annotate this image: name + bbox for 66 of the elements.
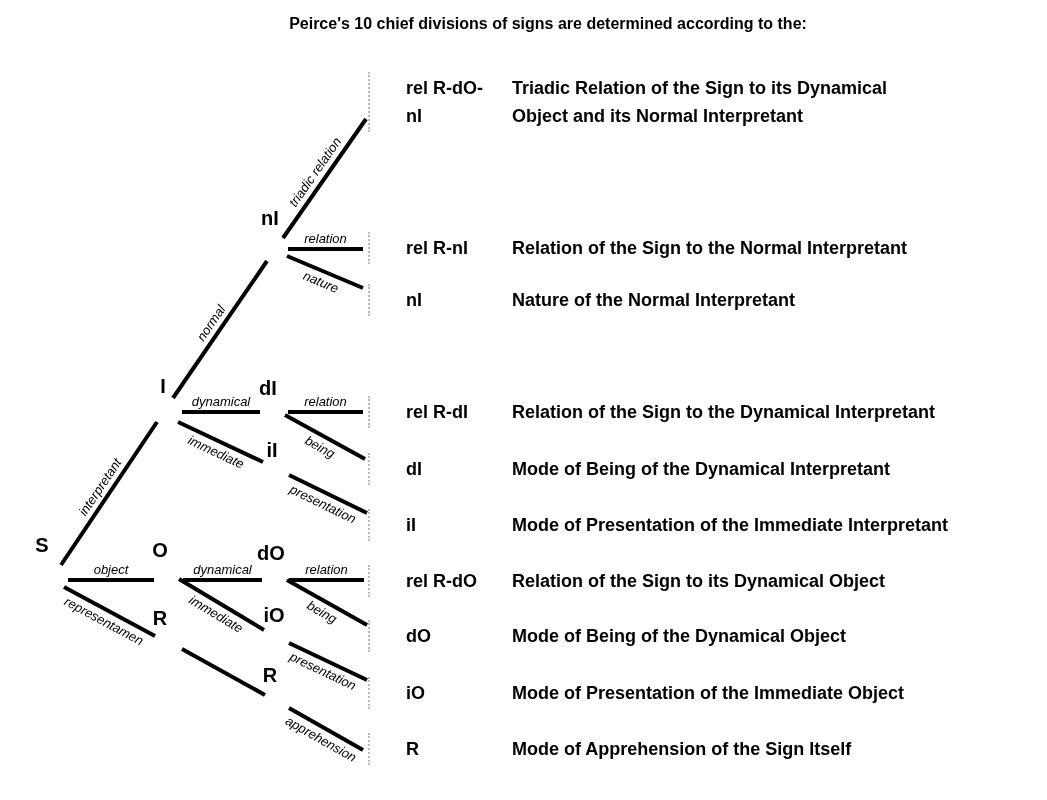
row-code: rel R-nI [406, 237, 469, 260]
edge-label: object [93, 561, 129, 577]
row-description: Relation of the Sign to the Dynamical Interpretant [512, 401, 936, 424]
row-description: Relation of the Sign to its Dynamical Object [512, 570, 886, 593]
row-description: Mode of Presentation of the Immediate Object [512, 682, 905, 705]
row-code: rel R-dO [406, 570, 478, 593]
row-description: Mode of Being of the Dynamical Object [512, 625, 847, 648]
row-code: rel R-dI [406, 401, 469, 424]
node-label: R [152, 607, 168, 629]
row-description: Mode of Presentation of the Immediate Interpretant [512, 514, 949, 537]
connector-line [286, 254, 364, 290]
node-label: I [160, 375, 166, 397]
edge-label: dynamical [193, 561, 252, 577]
definition-row [368, 396, 936, 428]
edge-label: relation [305, 561, 348, 577]
edge-label: relation [304, 230, 347, 246]
row-description: Relation of the Sign to the Normal Interpretant [512, 237, 907, 260]
connector-line [288, 410, 363, 414]
connector-line [181, 647, 266, 697]
diagram-title: Peirce's 10 chief divisions of signs are determined according to the: [288, 14, 808, 34]
connector-line [177, 420, 264, 464]
row-description: Mode of Being of the Dynamical Interpretant [512, 458, 891, 481]
connector-line [281, 117, 368, 240]
node-label: R [262, 664, 278, 686]
edge-label: nature [300, 268, 341, 297]
connector-line [289, 578, 364, 582]
row-description: Triadic Relation of the Sign to its Dynamical Object and its Normal Interpretant [512, 77, 889, 128]
definition-row [368, 620, 847, 652]
definition-row [368, 677, 905, 709]
connector-line [171, 259, 269, 400]
edge-label: relation [304, 393, 347, 409]
connector-line [284, 413, 366, 461]
row-code: dI [406, 458, 423, 481]
row-code: iI [406, 514, 417, 537]
edge-label: dynamical [191, 393, 251, 409]
connector-line [183, 578, 262, 582]
node-label: dO [257, 542, 285, 564]
row-code: nI [406, 289, 423, 312]
row-code: R [406, 738, 420, 761]
node-label: dI [259, 377, 277, 399]
definition-row [368, 509, 949, 541]
row-description: Mode of Apprehension of the Sign Itself [512, 738, 852, 761]
row-code: dO [406, 625, 432, 648]
node-label: O [152, 539, 168, 561]
connector-line [288, 706, 364, 752]
connector-line [288, 247, 363, 251]
connector-line [177, 577, 266, 632]
connector-line [63, 585, 156, 638]
connector-line [288, 473, 368, 515]
connector-line [68, 578, 154, 582]
definition-row [368, 733, 852, 765]
definition-row [368, 565, 886, 597]
row-code: iO [406, 682, 426, 705]
connector-line [288, 641, 368, 682]
node-label: S [35, 534, 49, 556]
connector-line [59, 420, 159, 567]
row-description: Nature of the Normal Interpretant [512, 289, 796, 312]
node-label: iO [263, 604, 285, 626]
connector-line [286, 578, 368, 627]
definition-row [368, 284, 796, 316]
node-label: nI [261, 207, 279, 229]
node-label: iI [266, 439, 278, 461]
definition-row [368, 232, 907, 264]
definition-row [368, 453, 891, 485]
row-code: rel R-dO-nI [406, 77, 484, 128]
connector-line [182, 410, 260, 414]
